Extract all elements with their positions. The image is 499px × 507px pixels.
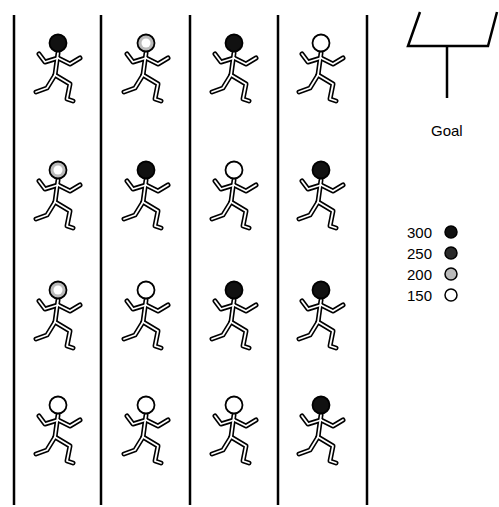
runner-figure — [299, 282, 343, 349]
legend-swatch — [445, 226, 457, 238]
runner-figure — [212, 397, 256, 464]
runner-figure — [124, 35, 168, 102]
legend-swatch — [445, 268, 457, 280]
runner-figure — [299, 397, 343, 464]
runner-figure — [299, 35, 343, 102]
legend-swatch — [445, 247, 457, 259]
legend-value: 200 — [407, 267, 432, 282]
runner-figure — [124, 397, 168, 464]
runner-figure — [36, 35, 80, 102]
legend-swatch — [445, 289, 457, 301]
runner-figure — [36, 162, 80, 229]
legend-value: 150 — [407, 288, 432, 303]
runner-figure — [212, 282, 256, 349]
runner-figure — [124, 282, 168, 349]
runner-figure — [36, 282, 80, 349]
goal-label: Goal — [431, 123, 463, 138]
runner-figure — [212, 162, 256, 229]
runner-figure — [124, 162, 168, 229]
runner-figure — [299, 162, 343, 229]
legend-value: 300 — [407, 225, 432, 240]
runner-figure — [36, 397, 80, 464]
legend-value: 250 — [407, 246, 432, 261]
runner-figure — [212, 35, 256, 102]
